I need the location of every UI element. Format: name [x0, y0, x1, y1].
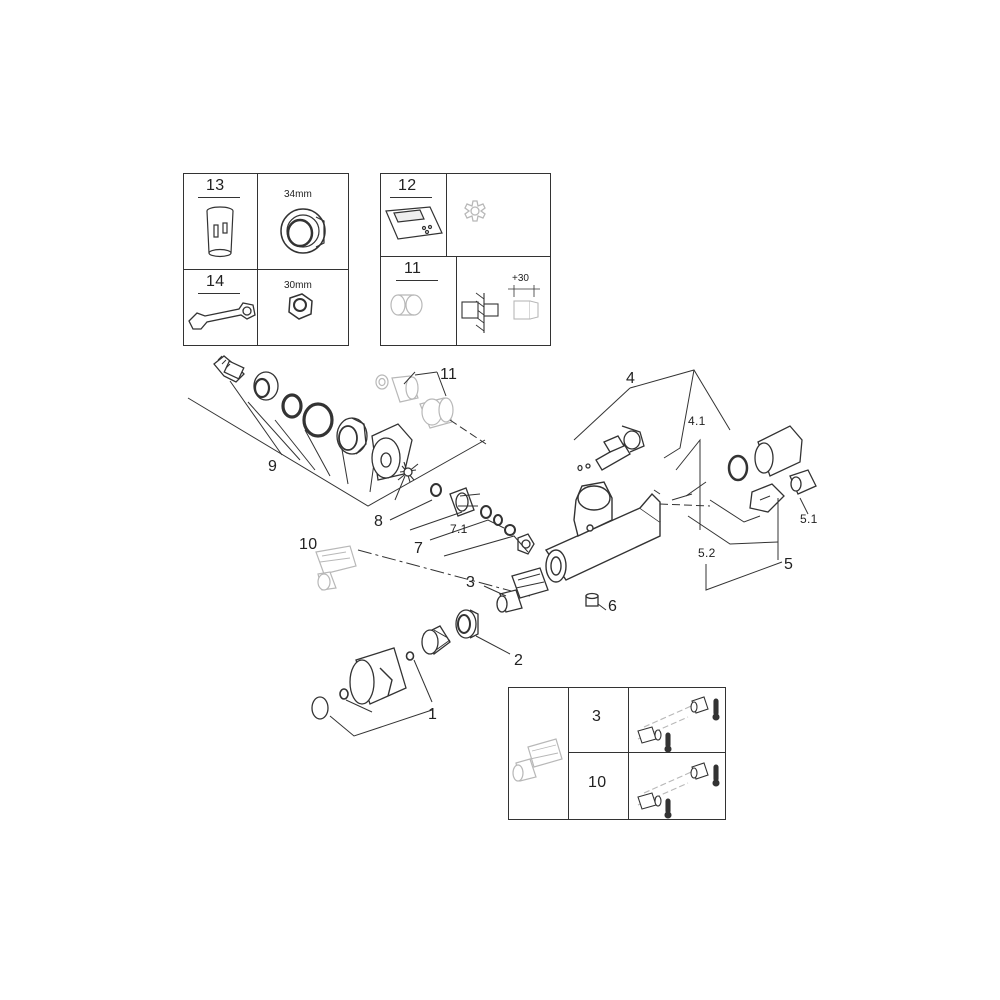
cartridge-table-drawings [512, 696, 720, 819]
row-1-orientation-icons [637, 696, 720, 753]
socket-tool-icon [206, 206, 234, 258]
part-5-components [727, 425, 817, 513]
tool-box-12-11-divider-h [380, 256, 551, 257]
part-6-insert [585, 592, 599, 607]
gear-icon [464, 200, 486, 222]
part-8-7-components [430, 483, 535, 555]
leader-lines-4-1 [653, 438, 707, 530]
part-1-handle [311, 625, 451, 720]
part-number-14: 14 [206, 273, 225, 290]
tool-box-12-divider-v [446, 173, 447, 257]
cartridge-table-row-2-number: 10 [588, 774, 607, 791]
leader-lines-1 [329, 659, 433, 737]
callout-9: 9 [268, 458, 278, 475]
socket-size-label: 34mm [284, 189, 312, 200]
callout-8: 8 [374, 513, 384, 530]
callout-3: 3 [466, 574, 476, 591]
part-number-11-underline [396, 280, 438, 281]
extension-dimension-label: +30 [512, 273, 529, 284]
part-number-13-underline [198, 197, 240, 198]
ring-nut-34mm-icon [280, 208, 326, 254]
callout-2: 2 [514, 652, 524, 669]
wrench-icon [188, 302, 256, 330]
callout-6: 6 [608, 598, 618, 615]
nut-size-label: 30mm [284, 280, 312, 291]
tool-box-13-14 [183, 173, 349, 346]
extension-sleeve-icon [390, 294, 423, 316]
control-panel-icon [385, 206, 443, 240]
part-number-13: 13 [206, 177, 225, 194]
leader-lines-misc [483, 585, 607, 611]
callout-1: 1 [428, 706, 438, 723]
tool-box-11-divider-v [456, 256, 457, 346]
leader-lines-5 [687, 497, 809, 591]
callout-10: 10 [299, 536, 318, 553]
thermostat-valve-body [544, 481, 661, 583]
part-number-11-inset: 11 [404, 260, 422, 277]
cartridge-table-divider-1 [568, 687, 569, 820]
callout-5: 5 [784, 556, 794, 573]
leader-lines-7-8 [389, 499, 529, 557]
callout-7: 7 [414, 540, 424, 557]
part-11-extension [375, 374, 454, 429]
cartridge-icon [512, 738, 563, 782]
tool-box-divider-h [183, 269, 349, 270]
leader-lines-9 [187, 380, 486, 507]
part-number-12-underline [390, 197, 432, 198]
part-number-14-underline [198, 293, 240, 294]
cartridge-orientation-table [508, 687, 726, 820]
callout-5-2: 5.2 [698, 546, 716, 560]
extension-installation-icon [461, 285, 540, 333]
part-3-cartridge [496, 567, 549, 613]
part-9-components [213, 355, 419, 483]
part-2-ring [455, 609, 479, 639]
tool-box-13-14-drawings [188, 206, 326, 330]
callout-5-1: 5.1 [800, 512, 818, 526]
cartridge-table-divider-h [568, 752, 726, 753]
callout-4-1: 4.1 [688, 414, 706, 428]
leader-lines-4 [573, 369, 731, 459]
row-2-orientation-icons [637, 762, 720, 819]
tool-box-12-11 [380, 173, 551, 346]
callout-11: 11 [440, 366, 458, 383]
callout-4: 4 [626, 370, 636, 387]
tool-box-12-11-drawings [385, 200, 540, 333]
part-10-cartridge [315, 545, 357, 591]
hex-nut-30mm-icon [288, 293, 313, 320]
part-number-12: 12 [398, 177, 417, 194]
callout-7-1: 7.1 [450, 522, 468, 536]
cartridge-table-divider-2 [628, 687, 629, 820]
part-4-components [577, 425, 645, 472]
cartridge-table-row-1-number: 3 [592, 708, 602, 725]
tool-box-divider-v [257, 173, 258, 346]
